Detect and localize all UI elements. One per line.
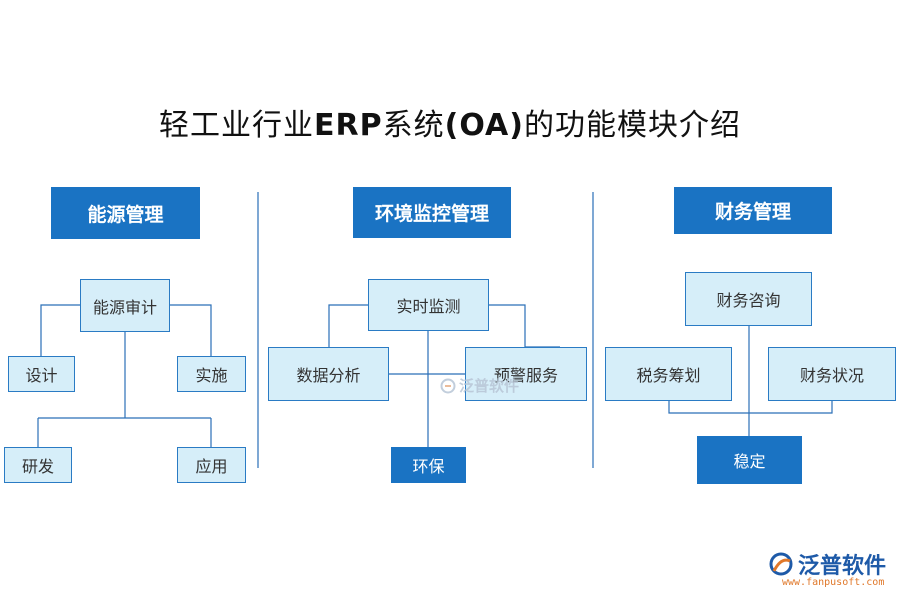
energy-header: 能源管理 — [51, 187, 200, 239]
logo-url: www.fanpusoft.com — [782, 577, 885, 588]
financial-status-node: 财务状况 — [768, 347, 896, 401]
fanpu-logo-icon — [769, 552, 793, 576]
design-node: 设计 — [8, 356, 75, 392]
energy-line-design — [40, 304, 80, 356]
data-analysis-node: 数据分析 — [268, 347, 389, 401]
page-title: 轻工业行业ERP系统(OA)的功能模块介绍 — [159, 108, 741, 143]
warning-service-node: 预警服务 — [465, 347, 587, 401]
eco-node: 环保 — [391, 447, 466, 483]
energy-audit-node: 能源审计 — [80, 279, 170, 332]
watermark-logo-icon — [440, 378, 456, 393]
realtime-monitor-node: 实时监测 — [368, 279, 489, 331]
energy-line-implement — [170, 304, 212, 356]
env-line-analysis — [328, 304, 368, 347]
finance-header: 财务管理 — [674, 187, 832, 234]
finance-consult-node: 财务咨询 — [685, 272, 812, 326]
stable-node: 稳定 — [697, 436, 802, 484]
apply-node: 应用 — [177, 447, 246, 483]
fanpu-logo: 泛普软件 — [768, 548, 886, 580]
logo-text: 泛普软件 — [798, 554, 887, 579]
env-header: 环境监控管理 — [353, 187, 511, 238]
watermark-text: 泛普软件 — [459, 377, 520, 395]
env-line-warning — [489, 304, 526, 347]
watermark: 泛普软件 — [440, 375, 519, 396]
fin-line-branch — [668, 400, 833, 414]
tax-planning-node: 税务筹划 — [605, 347, 732, 401]
rd-node: 研发 — [4, 447, 72, 483]
implement-node: 实施 — [177, 356, 246, 392]
